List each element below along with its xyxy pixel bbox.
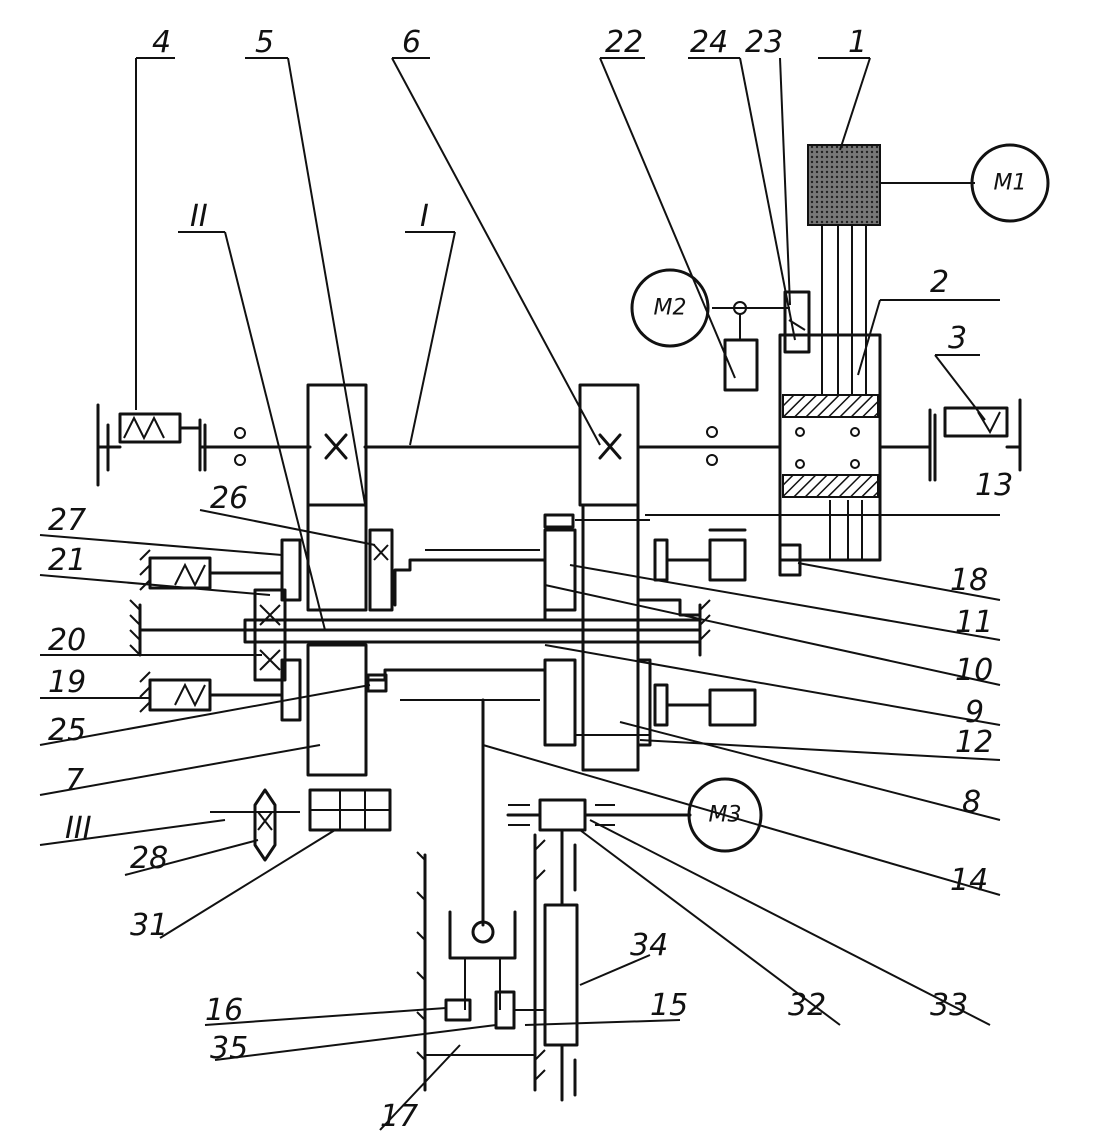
shaft-label-ii: II [190,199,208,234]
callout-5: 5 [255,25,274,60]
leader-lines [39,57,1001,1131]
callout-16: 16 [205,993,243,1028]
callout-9: 9 [965,695,984,730]
gear-26 [368,528,394,612]
callout-28: 28 [130,841,168,876]
left-brake-coupling [96,403,207,487]
callout-24: 24 [690,25,728,60]
callout-25: 25 [48,713,86,748]
motor-m2-label: M2 [654,296,687,321]
shaft-label-iii: III [65,811,92,846]
callout-35: 35 [210,1031,248,1066]
callout-33: 33 [930,988,968,1023]
sleeve-11 [393,513,650,622]
callout-21: 21 [48,543,86,578]
rack-34 [534,828,579,1102]
callout-3: 3 [948,321,967,356]
motor-m2-drive [712,290,811,392]
sleeve-8 [366,503,757,772]
callout-14: 14 [950,863,988,898]
bearing-marks [234,426,718,466]
callout-31: 31 [130,908,168,943]
callout-27: 27 [48,503,86,538]
slide-17 [416,833,545,1092]
callout-19: 19 [48,665,86,700]
worm-drive-32 [506,798,692,832]
motor-m1-label: M1 [994,171,1027,196]
callout-23: 23 [745,25,783,60]
callout-17: 17 [380,1099,418,1134]
callout-26: 26 [210,481,248,516]
callout-12: 12 [955,725,993,760]
control-31 [308,788,392,832]
callout-32: 32 [788,988,826,1023]
callout-labels: 4 5 6 22 24 23 1 II I 2 3 13 18 11 10 9 … [48,25,1013,1134]
housing-7 [306,503,368,777]
shaft-label-i: I [420,199,429,234]
callout-11: 11 [955,605,993,640]
callout-18: 18 [950,563,988,598]
belt [821,225,867,395]
left-clutch-assembly [139,538,302,722]
motor-m1: M1 [970,143,1050,223]
pulley-2 [778,333,882,562]
gear-28 [210,788,300,862]
callout-15: 15 [650,988,688,1023]
gear-5 [306,383,368,507]
rod-14 [448,698,517,1010]
callout-22: 22 [605,25,643,60]
callout-34: 34 [630,928,668,963]
callout-2: 2 [930,265,949,300]
clutch-13 [636,518,802,617]
spindle-ii [129,599,711,657]
gear-6 [578,383,640,507]
pulley-1 [807,144,975,226]
callout-8: 8 [962,785,981,820]
motor-m2: M2 [630,268,710,348]
callout-20: 20 [48,623,86,658]
callout-4: 4 [152,25,171,60]
callout-13: 13 [975,468,1013,503]
callout-1: 1 [848,25,867,60]
callout-10: 10 [955,653,993,688]
callout-7: 7 [65,763,84,798]
callout-6: 6 [402,25,421,60]
